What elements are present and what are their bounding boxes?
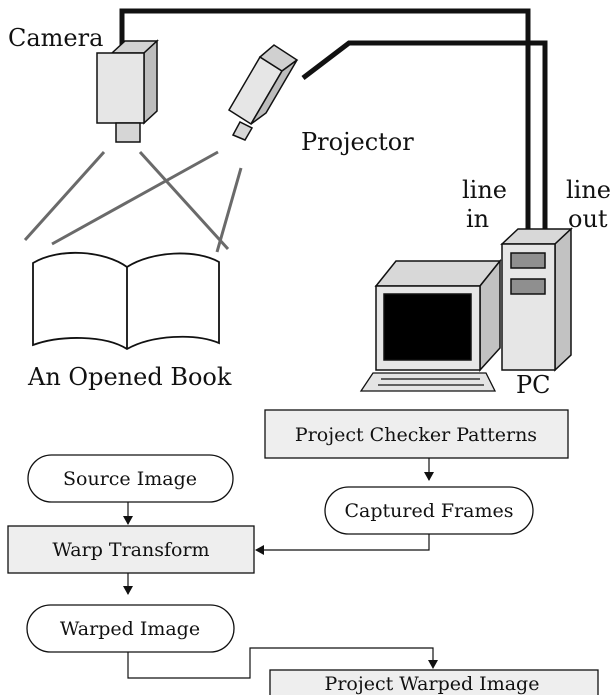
node-warped-image-label: Warped Image (60, 618, 200, 640)
pc-label: PC (516, 371, 551, 399)
cable-line-in (119, 8, 531, 236)
camera-icon (96, 39, 159, 143)
line-in-label-2: in (466, 205, 489, 233)
node-captured-frames-label: Captured Frames (344, 500, 513, 522)
flow-arrowheads (123, 472, 438, 669)
line-in-label-1: line (462, 176, 507, 204)
keyboard-icon (359, 372, 497, 392)
cable-line-out (301, 40, 548, 236)
node-project-checker-box (264, 409, 569, 459)
node-warped-image-box (26, 604, 235, 653)
flow-nodes (7, 409, 599, 695)
pc-tower-icon (500, 227, 573, 372)
node-captured-frames-box (324, 486, 534, 535)
line-out-label-2: out (568, 205, 608, 233)
line-out-label-1: line (566, 176, 611, 204)
node-source-image-label: Source Image (63, 468, 197, 490)
node-project-warped-box (269, 669, 599, 695)
projector-label: Projector (301, 128, 414, 156)
book-label: An Opened Book (27, 363, 232, 391)
projector-icon (227, 44, 299, 141)
cables (119, 8, 548, 236)
node-source-image-box (27, 454, 234, 503)
node-project-checker-label: Project Checker Patterns (295, 424, 537, 446)
view-rays (23, 150, 243, 253)
node-warp-transform-label: Warp Transform (52, 539, 209, 561)
opened-book-icon (32, 251, 220, 351)
monitor-icon (374, 258, 502, 372)
node-project-warped-label: Project Warped Image (325, 673, 540, 695)
camera-label: Camera (8, 24, 103, 52)
node-warp-transform-box (7, 525, 255, 574)
